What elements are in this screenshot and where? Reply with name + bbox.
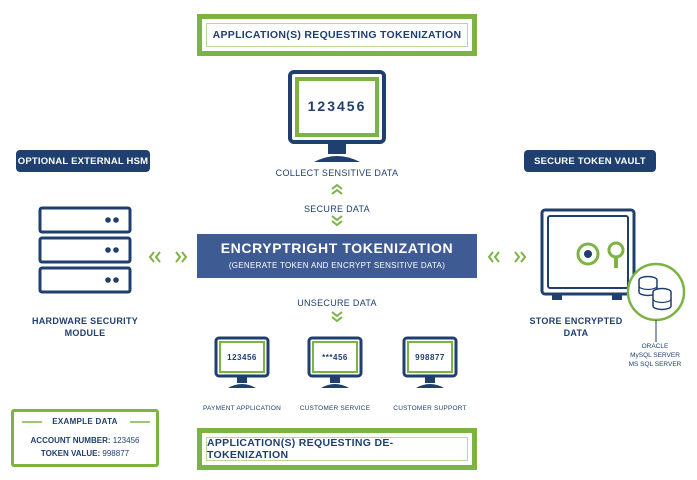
chevron-up-icon	[327, 183, 347, 197]
db-label-mysql: MySQL SERVER	[630, 352, 680, 359]
main-monitor-icon	[288, 70, 386, 162]
token-value-value: 998877	[102, 449, 130, 458]
example-data-title: EXAMPLE DATA	[52, 417, 118, 426]
example-title-line	[22, 421, 150, 423]
chevron-down-icon	[327, 215, 347, 231]
customer-service-screen-text: ***456	[322, 353, 348, 362]
center-subtitle: (GENERATE TOKEN AND ENCRYPT SENSITIVE DA…	[228, 261, 446, 270]
db-label-oracle: ORACLE	[641, 343, 669, 350]
unsecure-data-label: UNSECURE DATA	[297, 298, 377, 308]
db-label-mssql: MS SQL SERVER	[628, 361, 682, 368]
payment-application-caption: PAYMENT APPLICATION	[202, 405, 282, 412]
chevron-left-icon	[487, 251, 500, 263]
payment-app-screen-text: 123456	[227, 353, 257, 362]
detokenization-request-box: APPLICATION(S) REQUESTING DE-TOKENIZATIO…	[197, 428, 477, 470]
main-monitor-screen-text: 123456	[307, 98, 367, 114]
hardware-security-module-icon	[38, 206, 132, 294]
detokenization-request-label: APPLICATION(S) REQUESTING DE-TOKENIZATIO…	[207, 437, 394, 461]
tokenization-request-label: APPLICATION(S) REQUESTING TOKENIZATION	[212, 29, 462, 41]
chevron-right-icon	[514, 251, 527, 263]
encryptright-tokenization-box: ENCRYPTRIGHT TOKENIZATION (GENERATE TOKE…	[197, 234, 477, 278]
small-monitor-icon	[402, 336, 458, 388]
account-number-row: ACCOUNT NUMBER: 123456	[14, 436, 156, 445]
connector-line	[655, 320, 657, 342]
hsm-caption-line1: HARDWARE SECURITY	[31, 316, 139, 326]
center-title: ENCRYPTRIGHT TOKENIZATION	[220, 240, 454, 256]
tokenization-request-box: APPLICATION(S) REQUESTING TOKENIZATION	[197, 14, 477, 56]
account-number-value: 123456	[112, 436, 140, 445]
chevron-down-icon	[331, 311, 343, 323]
hsm-caption-line2: MODULE	[64, 328, 106, 338]
small-monitor-icon	[307, 336, 363, 388]
chevron-right-icon	[175, 251, 188, 263]
secure-data-label: SECURE DATA	[304, 204, 370, 214]
chevron-left-icon	[148, 251, 161, 263]
vault-safe-icon	[540, 208, 636, 300]
database-labels: ORACLE MySQL SERVER MS SQL SERVER	[614, 342, 696, 369]
database-icon	[626, 262, 686, 322]
token-value-label: TOKEN VALUE:	[40, 449, 101, 458]
small-monitor-icon	[214, 336, 270, 388]
token-value-row: TOKEN VALUE: 998877	[14, 449, 156, 458]
customer-support-caption: CUSTOMER SUPPORT	[393, 405, 467, 412]
account-number-label: ACCOUNT NUMBER:	[30, 436, 111, 445]
vault-caption-line1: STORE ENCRYPTED	[529, 316, 623, 326]
customer-support-screen-text: 998877	[415, 353, 445, 362]
example-data-box: EXAMPLE DATA ACCOUNT NUMBER: 123456 TOKE…	[11, 409, 159, 467]
customer-service-caption: CUSTOMER SERVICE	[299, 405, 371, 412]
collect-sensitive-data-caption: COLLECT SENSITIVE DATA	[275, 168, 399, 178]
vault-caption-line2: DATA	[563, 328, 589, 338]
optional-external-hsm-pill: OPTIONAL EXTERNAL HSM	[16, 150, 150, 172]
secure-token-vault-pill: SECURE TOKEN VAULT	[524, 150, 656, 172]
